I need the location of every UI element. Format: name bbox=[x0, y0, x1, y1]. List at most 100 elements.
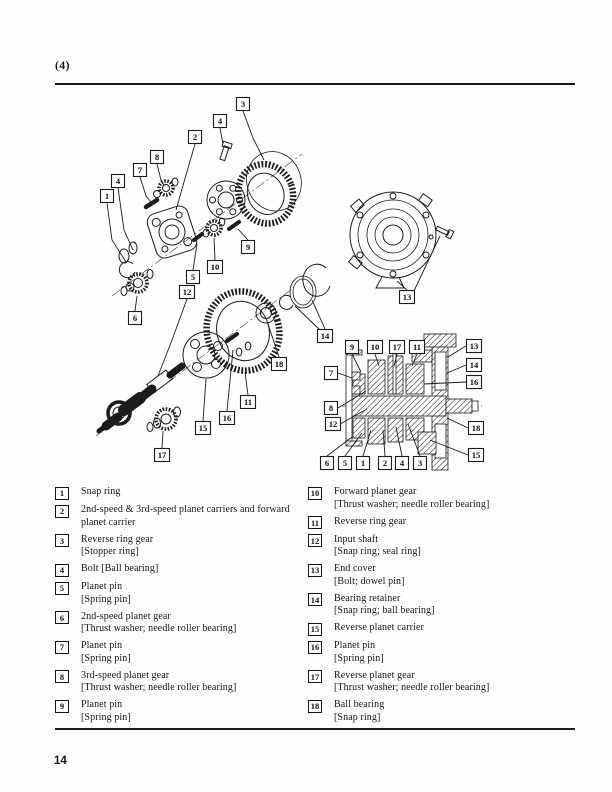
bearing-retainer-rings bbox=[289, 263, 331, 309]
part-name: Planet pin bbox=[81, 699, 123, 710]
callout-leader-line bbox=[156, 163, 165, 187]
callout-leader-line bbox=[139, 176, 152, 203]
part-note: [Spring pin] bbox=[334, 652, 384, 664]
callout-box bbox=[319, 455, 335, 471]
callout-box bbox=[465, 374, 483, 390]
part-name: 2nd-speed planet gear bbox=[81, 610, 171, 622]
callout-box bbox=[467, 420, 485, 436]
callout-box bbox=[377, 455, 393, 471]
callout-box bbox=[323, 365, 339, 381]
part-name: Reverse planet carrier bbox=[334, 622, 424, 633]
callout-leader-line bbox=[393, 353, 398, 367]
callout-number: 12 bbox=[329, 419, 338, 429]
callout-leader-line bbox=[237, 228, 249, 241]
callout-box bbox=[194, 420, 212, 436]
callout-box bbox=[206, 259, 224, 275]
callout-number: 16 bbox=[470, 377, 479, 387]
bottom-rule bbox=[55, 728, 575, 730]
callout-box bbox=[408, 339, 426, 355]
part-list-item: 15 Reverse planet carrier bbox=[308, 622, 577, 636]
callout-number: 9 bbox=[246, 242, 250, 252]
part-name: Planet pin bbox=[81, 640, 123, 651]
callout-box bbox=[465, 357, 483, 373]
speed-planet-carriers bbox=[146, 205, 198, 259]
callout-number: 12 bbox=[183, 287, 192, 297]
callout-leader-line bbox=[134, 295, 138, 312]
part-number-box: 8 bbox=[55, 670, 69, 683]
callout-box bbox=[344, 339, 360, 355]
callout-number: 2 bbox=[193, 132, 197, 142]
section-label: (4) bbox=[55, 60, 70, 72]
part-note: [Thrust washer; needle roller bearing] bbox=[334, 682, 490, 693]
page-number: 14 bbox=[54, 755, 67, 767]
callout-number: 2 bbox=[383, 458, 387, 468]
part-number-box: 16 bbox=[308, 640, 322, 654]
callout-leader-line bbox=[411, 353, 418, 367]
callout-number: 15 bbox=[199, 423, 208, 433]
part-name: Ball bearing bbox=[334, 699, 385, 710]
forward-planet-gear bbox=[202, 217, 226, 238]
third-speed-planet-gear bbox=[153, 177, 179, 198]
part-name: Reverse ring gear bbox=[334, 515, 407, 527]
callout-number: 15 bbox=[472, 450, 481, 460]
part-name: Forward planet gear bbox=[334, 486, 417, 497]
part-note: [Thrust washer; needle roller bearing] bbox=[81, 623, 237, 634]
planet-pin-part bbox=[225, 332, 239, 343]
callout-leader-line bbox=[157, 298, 188, 377]
top-rule bbox=[55, 83, 575, 85]
callout-box bbox=[218, 410, 236, 426]
callout-leader-line bbox=[202, 378, 207, 422]
callout-box bbox=[149, 149, 165, 165]
reverse-planet-gear bbox=[146, 406, 181, 432]
part-note: [Snap ring; ball bearing] bbox=[334, 605, 435, 616]
washer-part bbox=[235, 347, 243, 357]
callout-leader-line bbox=[337, 372, 353, 379]
part-number-box: 12 bbox=[308, 534, 322, 547]
planet-pin-part bbox=[192, 232, 204, 242]
callout-leader-line bbox=[447, 345, 467, 358]
callout-number: 18 bbox=[275, 359, 284, 369]
part-number-box: 15 bbox=[308, 622, 322, 636]
callout-number: 6 bbox=[133, 313, 138, 323]
reverse-planet-carrier bbox=[182, 331, 230, 379]
part-name: Snap ring bbox=[81, 486, 121, 497]
callout-box bbox=[270, 356, 288, 372]
callout-leader-line bbox=[326, 436, 353, 457]
callout-leader-line bbox=[267, 323, 280, 358]
end-cover bbox=[347, 191, 455, 289]
part-note: [Spring pin] bbox=[81, 711, 131, 723]
part-name: End cover bbox=[334, 563, 376, 574]
bolt-part bbox=[219, 140, 233, 162]
callout-number: 1 bbox=[105, 191, 109, 201]
callout-leader-line bbox=[429, 439, 469, 456]
callout-box bbox=[127, 310, 143, 326]
callout-box bbox=[467, 447, 485, 463]
callout-leader-line bbox=[407, 423, 421, 457]
callout-number: 11 bbox=[244, 397, 252, 407]
input-shaft bbox=[96, 362, 186, 434]
callout-leader-line bbox=[446, 364, 467, 374]
callout-leader-line bbox=[175, 143, 196, 211]
callout-leader-line bbox=[351, 353, 362, 373]
callout-leader-line bbox=[412, 235, 441, 294]
part-number-box: 18 bbox=[308, 699, 322, 713]
part-number-box: 11 bbox=[308, 516, 322, 529]
callout-number: 4 bbox=[400, 458, 405, 468]
part-number-box: 2 bbox=[55, 504, 69, 518]
callout-box bbox=[110, 173, 126, 189]
part-list-item: 11 Reverse ring gear bbox=[308, 515, 577, 529]
callout-leader-line bbox=[339, 408, 368, 425]
callout-number: 17 bbox=[393, 342, 402, 352]
